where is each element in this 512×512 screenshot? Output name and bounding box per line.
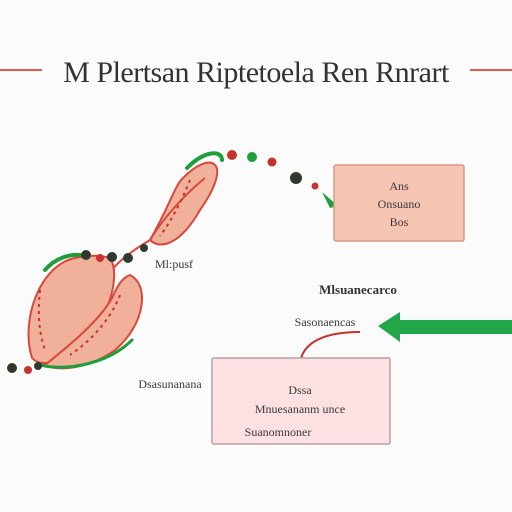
bottom-box-line-1: Dssa [288,383,312,397]
bead-top-5 [311,182,319,190]
top-info-box [333,164,465,242]
bead-mid-2 [96,254,104,262]
strand-texture-2 [37,289,46,351]
bead-mid-3 [107,252,117,262]
strand-texture-3 [69,294,121,356]
diagram-title: M Plertsan Riptetoela Ren Rnrart [63,56,450,89]
helix-loop-right-green-edge [38,338,134,369]
bead-low-2 [24,366,32,374]
helix-strand-upper-green-tip [185,151,224,170]
bead-top-1 [227,150,237,160]
top-box-line-3: Bos [390,215,409,229]
helix-label: Ml:pusf [155,257,193,271]
middle-label-1: Mlsuanecarco [319,282,397,297]
bead-top-3 [267,157,277,167]
bottom-box-line-2: Mnuesananm unce [255,402,345,416]
bead-low-3 [34,362,42,370]
bead-mid-1 [81,250,91,260]
top-box-line-2: Onsuano [378,197,421,211]
left-label: Dsasunanana [138,377,202,391]
strand-texture-1 [159,179,191,237]
bottom-info-box [211,357,391,445]
bead-low-1 [7,363,17,373]
bead-mid-4 [123,253,133,263]
bead-top-4 [290,172,302,184]
bead-mid-5 [140,244,148,252]
green-arrow [378,312,512,342]
top-box-line-1: Ans [389,179,409,193]
middle-label-2: Sasonaencas [295,315,356,329]
helix-strand-upper [148,161,219,246]
helix-loop-left-green-tip [43,252,82,272]
bead-top-2 [247,152,257,162]
bottom-box-line-3: Suanomnoner [245,425,312,439]
helix-upper-connector [149,177,206,241]
